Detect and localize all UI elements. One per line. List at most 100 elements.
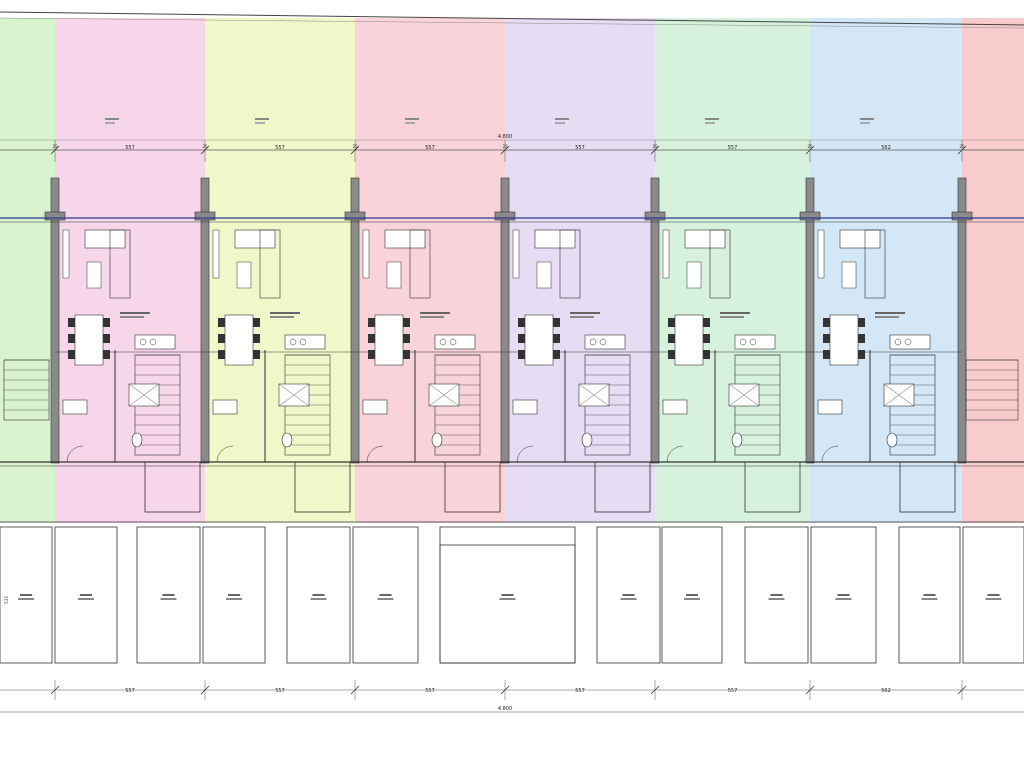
hob — [299, 338, 307, 346]
window — [817, 229, 825, 279]
dining-chair — [858, 350, 865, 359]
dim-total-label-bottom: 4.800 — [498, 706, 512, 712]
hob — [289, 338, 297, 346]
room-tag — [875, 312, 905, 314]
toilet — [581, 432, 593, 448]
garage-tag — [162, 594, 175, 596]
room-tag — [705, 122, 715, 124]
garage-tag — [228, 594, 240, 596]
dining-chair — [403, 350, 410, 359]
dining-chair — [403, 334, 410, 343]
porch — [744, 461, 801, 513]
party-wall — [805, 177, 815, 464]
dining-chair — [253, 350, 260, 359]
kitchen-counter — [684, 229, 726, 249]
dining-chair — [103, 318, 110, 327]
dining-chair — [403, 318, 410, 327]
hob — [894, 338, 902, 346]
wall-stub — [344, 211, 366, 221]
dining-table — [74, 314, 104, 366]
dining-chair — [68, 318, 75, 327]
dining-chair — [858, 318, 865, 327]
counter — [889, 334, 931, 350]
dim-small-label: 25 — [959, 144, 965, 149]
site-boundary-line-inner — [0, 17, 1024, 29]
dining-chair — [668, 350, 675, 359]
dining-table — [374, 314, 404, 366]
dim-label-bottom: 557 — [425, 688, 435, 694]
room-tag — [555, 118, 569, 120]
dim-label-bottom: 557 — [275, 688, 285, 694]
wall-stub — [799, 211, 821, 221]
unit-band — [962, 18, 1024, 523]
hob — [449, 338, 457, 346]
wall-stub — [194, 211, 216, 221]
door-swing — [216, 445, 234, 463]
garage-tag — [312, 594, 325, 596]
dining-chair — [218, 318, 225, 327]
appliance — [536, 261, 552, 289]
room-tag — [860, 118, 874, 120]
room-tag — [420, 312, 450, 314]
room-tag — [255, 122, 265, 124]
toilet — [886, 432, 898, 448]
garage-tag — [310, 598, 327, 600]
dim-total-label-top: 4.800 — [498, 134, 512, 140]
appliance — [386, 261, 402, 289]
hob — [439, 338, 447, 346]
garage-tag — [987, 594, 1000, 596]
vanity — [212, 399, 238, 415]
dim-small-label: 25 — [52, 144, 58, 149]
room-tag — [405, 122, 415, 124]
dining-chair — [553, 350, 560, 359]
vanity — [62, 399, 88, 415]
party-wall — [957, 177, 967, 464]
hob — [149, 338, 157, 346]
garage-tag — [684, 598, 700, 600]
shower-cross — [883, 383, 915, 407]
party-wall — [200, 177, 210, 464]
dining-chair — [218, 350, 225, 359]
dining-chair — [518, 334, 525, 343]
vanity — [662, 399, 688, 415]
door-swing — [821, 445, 839, 463]
dining-chair — [858, 334, 865, 343]
dining-chair — [703, 334, 710, 343]
vanity — [512, 399, 538, 415]
garage-tag — [985, 598, 1002, 600]
room-tag — [570, 312, 600, 314]
room-tag — [705, 118, 719, 120]
room-tag — [120, 312, 150, 314]
unit-band — [0, 18, 55, 523]
toilet — [131, 432, 143, 448]
kitchen-counter — [839, 229, 881, 249]
garage-tag — [20, 594, 32, 596]
dining-chair — [703, 350, 710, 359]
kitchen-unit — [109, 229, 131, 299]
room-tag — [860, 122, 870, 124]
room-tag — [720, 316, 744, 318]
garage-tag — [837, 594, 850, 596]
room-tag — [420, 316, 444, 318]
wall-structure — [0, 11, 1024, 664]
garage-tag — [78, 598, 94, 600]
dining-table — [524, 314, 554, 366]
room-tag — [875, 316, 899, 318]
hob — [139, 338, 147, 346]
room-tag — [720, 312, 750, 314]
unit-band — [655, 18, 810, 523]
dim-small-label: 25 — [807, 144, 813, 149]
dining-chair — [703, 318, 710, 327]
wall-stub — [951, 211, 973, 221]
dim-small-label: 25 — [352, 144, 358, 149]
party-wall — [650, 177, 660, 464]
party-wall — [350, 177, 360, 464]
wall-stub — [44, 211, 66, 221]
porch — [899, 461, 956, 513]
room-tag — [570, 316, 594, 318]
kitchen-counter — [534, 229, 576, 249]
garage-tag — [921, 598, 938, 600]
dining-chair — [218, 334, 225, 343]
garage-tag — [80, 594, 92, 596]
counter — [434, 334, 476, 350]
